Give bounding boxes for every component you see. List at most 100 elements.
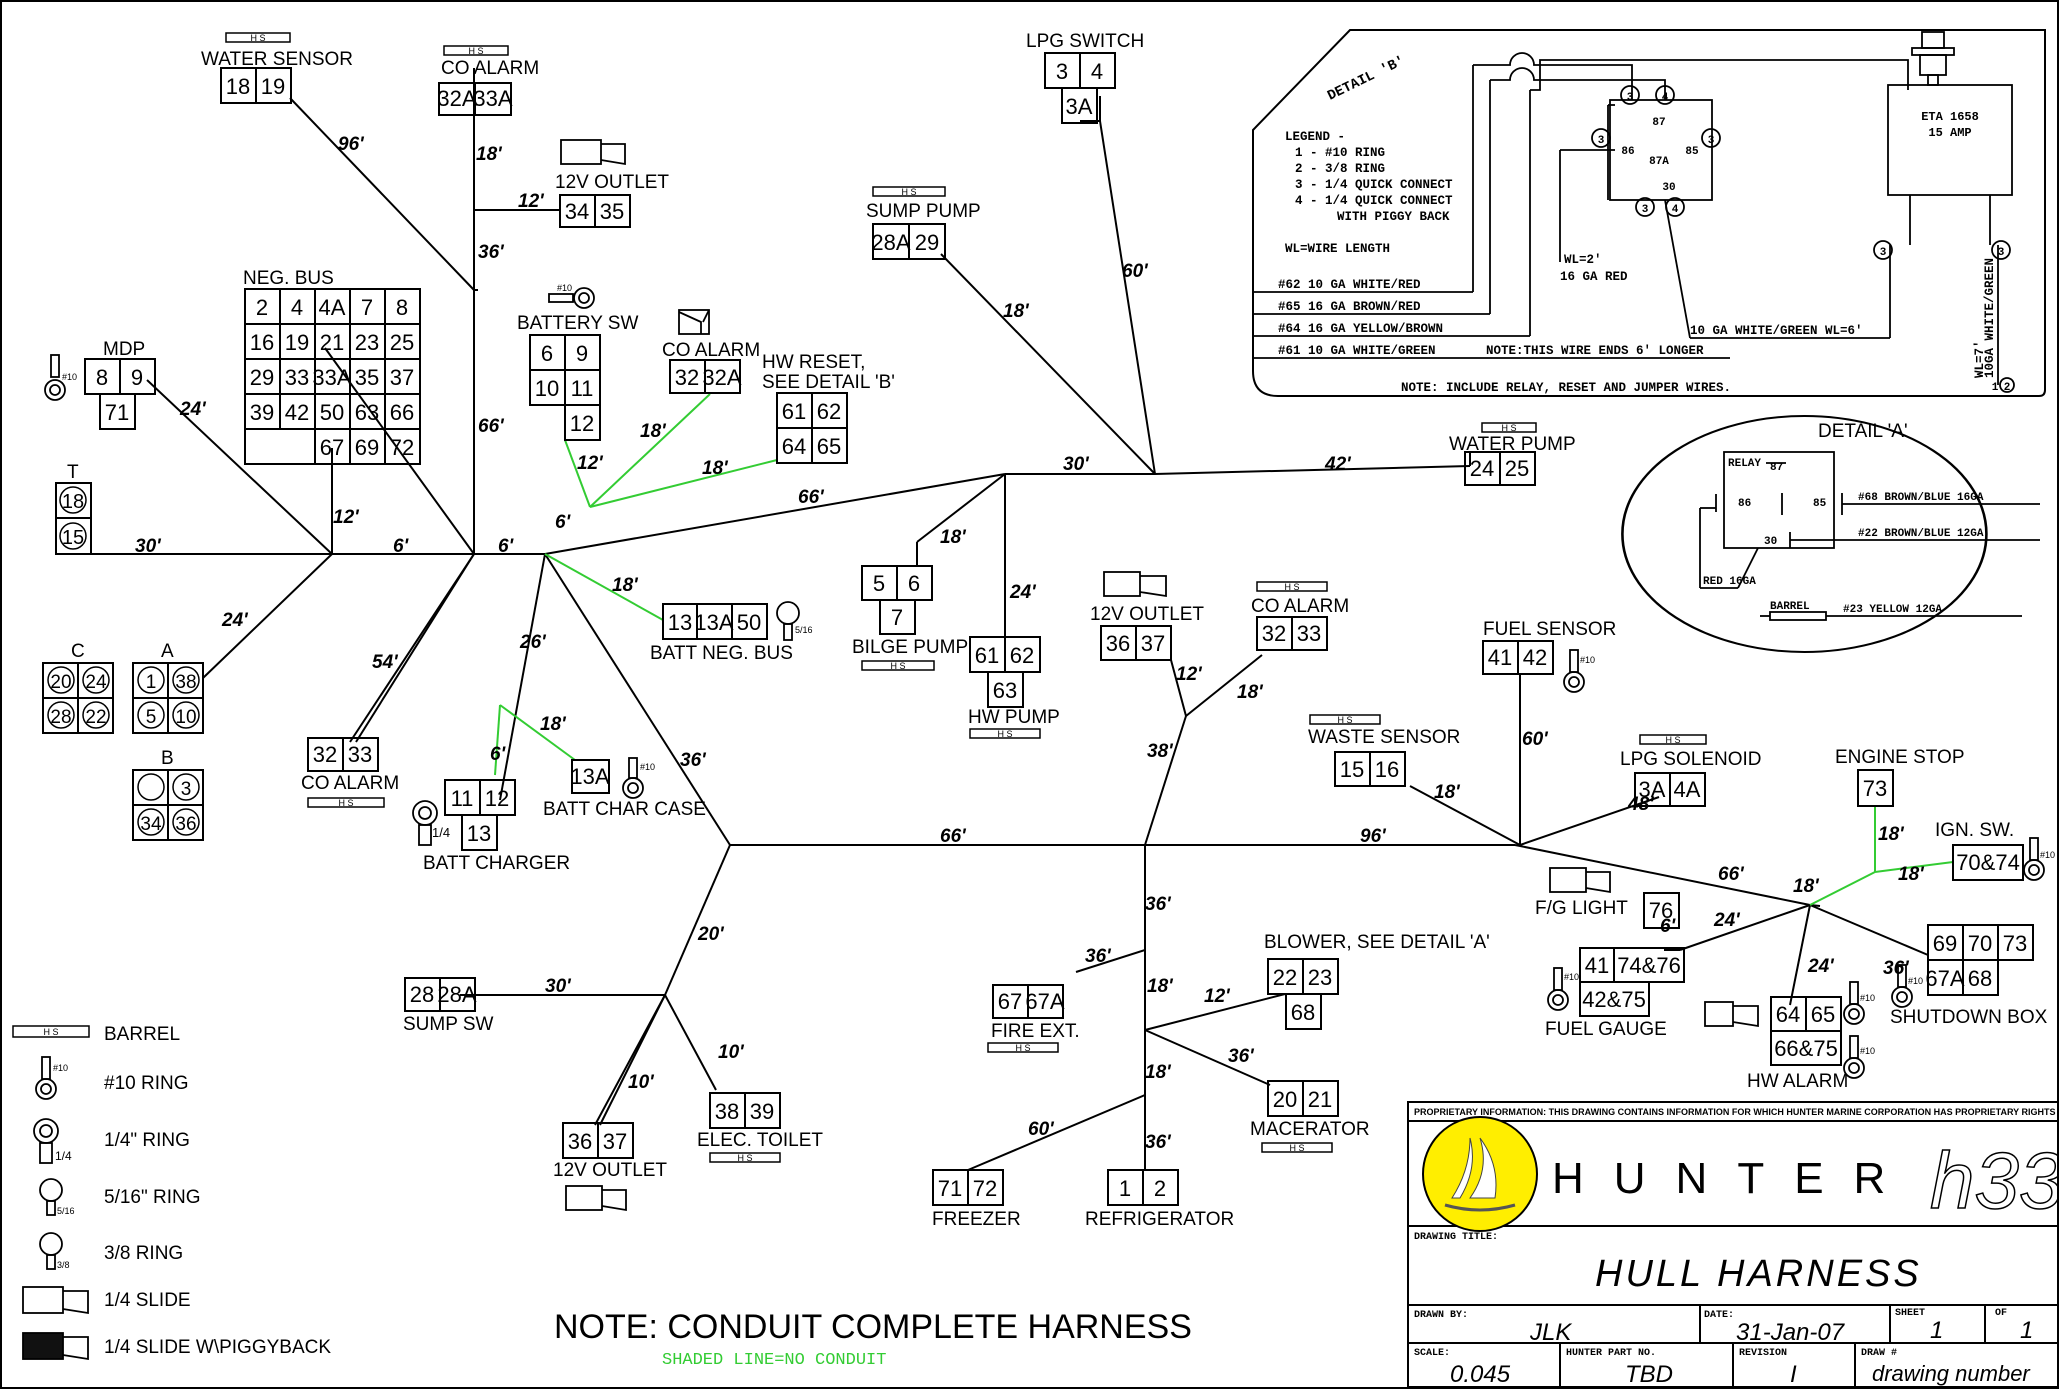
label-blower: BLOWER, SEE DETAIL 'A' xyxy=(1264,932,1490,953)
pin: 37 xyxy=(603,1129,627,1154)
diagram-text: 10 GA WHITE/GREEN WL=6' xyxy=(1690,324,1863,338)
len-66: 66' xyxy=(798,487,825,508)
conduit-wires xyxy=(56,68,1929,1171)
len-6: 6' xyxy=(498,536,515,557)
pin: 24 xyxy=(1470,456,1494,481)
pin: 32 xyxy=(675,365,699,390)
diagram-text: 2 xyxy=(2004,382,2011,394)
pin: 71 xyxy=(105,400,129,425)
legend-slide: 1/4 SLIDE xyxy=(104,1290,191,1311)
label-fire-ext: FIRE EXT. xyxy=(991,1021,1080,1042)
pin: 70 xyxy=(1968,931,1992,956)
pin: 35 xyxy=(600,199,624,224)
pin: 9 xyxy=(131,365,143,390)
len-36: 36' xyxy=(478,242,505,263)
diagram-text: WL=7' xyxy=(1973,340,1987,378)
len-66: 66' xyxy=(478,416,505,437)
diagram-text: #23 YELLOW 12GA xyxy=(1843,604,1942,616)
diagram-text: 85 xyxy=(1685,146,1699,158)
len-36: 36' xyxy=(1085,946,1112,967)
pin: 72 xyxy=(973,1176,997,1201)
pin: 8 xyxy=(96,365,108,390)
pin: 67 xyxy=(320,435,344,460)
barrel-symbols xyxy=(12,32,1707,1163)
sail-icon xyxy=(1469,1137,1497,1199)
len-36: 36' xyxy=(1228,1046,1255,1067)
len-30: 30' xyxy=(545,976,572,997)
len-18: 18' xyxy=(1898,864,1925,885)
label-co-alarm: CO ALARM xyxy=(301,773,399,794)
diagram-text: 3 - 1/4 QUICK CONNECT xyxy=(1295,178,1453,192)
diagram-text: DRAWN BY: xyxy=(1414,1310,1468,1321)
pin: 3A xyxy=(1066,94,1093,119)
pin: 18 xyxy=(226,74,250,99)
pin: 32 xyxy=(313,742,337,767)
diagram-text: 5/16 xyxy=(795,625,813,635)
len-10: 10' xyxy=(628,1072,655,1093)
pin: 13 xyxy=(467,821,491,846)
pin: 42 xyxy=(285,400,309,425)
diagram-text: #10 xyxy=(53,1063,68,1073)
drawing-title: HULL HARNESS xyxy=(1595,1253,1922,1295)
detail-b: DETAIL 'B' LEGEND - 1 - #10 RING 2 - 3/8… xyxy=(1252,29,2046,397)
pin: 33A xyxy=(312,365,351,390)
diagram-text: 3/8 xyxy=(57,1260,70,1270)
ring-size-labels: #10 #10 #10 5/16 1/4 #10 #10 #10 #10 #10… xyxy=(53,283,2055,1270)
diagram-text: 4 - 1/4 QUICK CONNECT xyxy=(1295,194,1453,208)
diagram-text: 38 xyxy=(175,672,196,693)
diagram-text: 2 - 3/8 RING xyxy=(1295,162,1385,176)
pin: 28A xyxy=(437,982,476,1007)
title-block: PROPRIETARY INFORMATION: THIS DRAWING CO… xyxy=(1407,1101,2059,1389)
len-18: 18' xyxy=(476,144,503,165)
diagram-text: 87A xyxy=(1649,156,1669,168)
pin: 33 xyxy=(348,742,372,767)
diagram-text: SHEET xyxy=(1895,1308,1925,1319)
pin: 50 xyxy=(737,610,761,635)
company-name: HUNTER xyxy=(1552,1154,1915,1203)
pin: 16 xyxy=(1375,757,1399,782)
pin: 76 xyxy=(1649,898,1673,923)
diagram-text: 3 xyxy=(1708,135,1715,147)
label-12v-outlet: 12V OUTLET xyxy=(555,172,669,193)
pin: 25 xyxy=(390,330,414,355)
len-38: 38' xyxy=(1147,741,1174,762)
pin: 12 xyxy=(485,786,509,811)
label-lpg-solenoid: LPG SOLENOID xyxy=(1620,749,1762,770)
len-6: 6' xyxy=(1660,916,1677,937)
label-lpg-switch: LPG SWITCH xyxy=(1026,31,1144,52)
diagram-text: H S xyxy=(997,729,1012,739)
diagram-text: 1/4 xyxy=(432,825,450,840)
len-6: 6' xyxy=(393,536,410,557)
len-30: 30' xyxy=(1063,454,1090,475)
diagram-text: NOTE: INCLUDE RELAY, RESET AND JUMPER WI… xyxy=(1401,381,1731,395)
pin: 33A xyxy=(473,86,512,111)
pin: 68 xyxy=(1968,966,1992,991)
slide-connectors xyxy=(22,139,1759,1315)
len-66: 66' xyxy=(1718,864,1745,885)
diagram-text: 1 xyxy=(1992,382,1999,394)
diagram-text: 34 xyxy=(140,814,162,835)
pin: 41 xyxy=(1585,953,1609,978)
len-60: 60' xyxy=(1122,261,1149,282)
pin-labels: 18 19 32A 33A 34 35 2 4 4A 7 8 16 19 21 … xyxy=(96,59,2027,1201)
diagram-text: DATE: xyxy=(1704,1310,1734,1321)
diagram-text: H S xyxy=(737,1153,752,1163)
pin: 37 xyxy=(390,365,414,390)
pin: 50 xyxy=(320,400,344,425)
diagram-text: #68 BROWN/BLUE 16GA xyxy=(1858,492,1984,504)
diagram-text: RELAY xyxy=(1728,458,1761,470)
pin: 65 xyxy=(1811,1002,1835,1027)
note-conduit: NOTE: CONDUIT COMPLETE HARNESS xyxy=(554,1308,1192,1346)
label-co-alarm: CO ALARM xyxy=(1251,596,1349,617)
len-12: 12' xyxy=(577,453,604,474)
pin: 32A xyxy=(437,86,476,111)
diagram-text: WL=WIRE LENGTH xyxy=(1285,242,1390,256)
diagram-text: 28 xyxy=(50,707,71,728)
label-fuel-gauge: FUEL GAUGE xyxy=(1545,1019,1667,1040)
pin: 28 xyxy=(410,982,434,1007)
diagram-text: 3 xyxy=(1627,92,1634,104)
diagram-text: OF xyxy=(1995,1308,2007,1319)
pin: 4A xyxy=(319,295,346,320)
